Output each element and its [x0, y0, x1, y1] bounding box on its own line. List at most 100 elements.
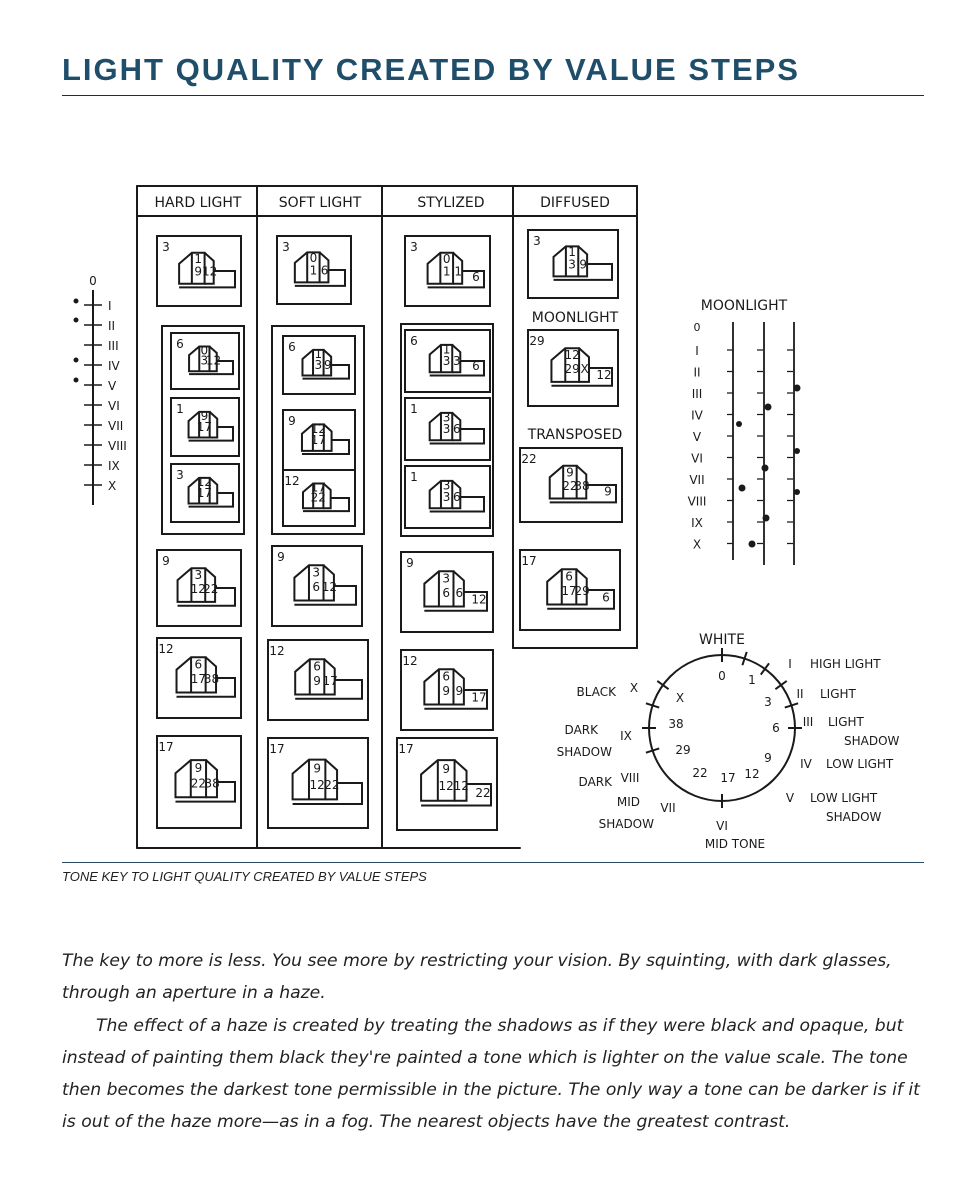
moonlight-scale-numeral: II [693, 366, 700, 380]
box-value: 9 [194, 265, 202, 279]
box-value: 29 [565, 362, 580, 376]
box-value: 6 [288, 340, 296, 354]
title-rule [62, 95, 924, 96]
box-value: 17 [323, 674, 338, 688]
box-value: 3 [443, 422, 451, 436]
box-value: 9 [604, 485, 612, 499]
figure-caption: TONE KEY TO LIGHT QUALITY CREATED BY VAL… [62, 869, 427, 884]
body-paragraph-2: The effect of a haze is created by treat… [62, 1016, 920, 1132]
left-scale-numeral: III [108, 339, 119, 353]
left-scale-top: 0 [89, 274, 97, 288]
box-value: 12 [596, 368, 611, 382]
box-value: 6 [565, 570, 573, 584]
box-value: 12 [565, 348, 580, 362]
box-value: 6 [453, 422, 461, 436]
wheel-label-right: LOW LIGHT [826, 757, 894, 771]
body-paragraph-1: The key to more is less. You see more by… [62, 951, 892, 1003]
box-value: 22 [521, 452, 536, 466]
box-value: 6 [442, 670, 450, 684]
wheel-numeral-left: VII [660, 801, 675, 815]
box-value: 22 [475, 786, 490, 800]
box-value: 3 [194, 568, 202, 582]
left-scale-numeral: I [108, 299, 112, 313]
box-value: 12 [322, 580, 337, 594]
box-value: 1 [410, 470, 418, 484]
wheel-label-right: HIGH LIGHT [810, 657, 881, 671]
wheel-inner-value: 3 [764, 695, 772, 709]
box-value: 6 [472, 359, 480, 373]
left-scale-numeral: VIII [108, 439, 127, 453]
wheel-label-right-2: SHADOW [844, 734, 900, 748]
box-value: 17 [398, 742, 413, 756]
box-value: 3 [282, 240, 290, 254]
box-value: 22 [203, 582, 218, 596]
box-value: 1 [454, 265, 462, 279]
page-title: LIGHT QUALITY CREATED BY VALUE STEPS [62, 52, 800, 87]
box-value: 6 [312, 580, 320, 594]
box-value: 6 [453, 490, 461, 504]
column-heading-stylized: STYLIZED [417, 195, 484, 211]
wheel-label-left: BLACK [577, 685, 618, 699]
box-value: 9 [566, 465, 574, 479]
wheel-inner-value: 29 [675, 743, 690, 757]
caption-rule [62, 862, 924, 863]
box-value: 3 [410, 240, 418, 254]
box-value: 12 [269, 644, 284, 658]
box-value: 17 [197, 486, 212, 500]
box-value: 12 [158, 642, 173, 656]
box-value: 9 [324, 358, 332, 372]
box-value: 29 [575, 584, 590, 598]
moonlight-scale-numeral: V [693, 430, 702, 444]
wheel-center-value: 0 [718, 669, 726, 683]
box-value: 22 [562, 479, 577, 493]
scale-dot [73, 317, 79, 323]
box-value: 9 [288, 414, 296, 428]
box-value: 9 [195, 761, 203, 775]
box-value: 1 [314, 347, 322, 361]
scale-dot [73, 298, 79, 304]
wheel-inner-value: 6 [772, 721, 780, 735]
moonlight-scale-numeral: III [692, 387, 703, 401]
box-value: 17 [471, 690, 486, 704]
wheel-numeral-right: III [803, 715, 814, 729]
wheel-label-right-2: SHADOW [826, 810, 882, 824]
moonlight-scale-numeral: X [693, 538, 701, 552]
moonlight-scale-top: 0 [694, 321, 701, 334]
column-heading-soft: SOFT LIGHT [279, 195, 362, 211]
box-value: 38 [205, 776, 220, 790]
box-value: 3 [314, 358, 322, 372]
box-value: 9 [162, 554, 170, 568]
moonlight-scale-numeral: IV [691, 409, 704, 423]
box-value: 12 [197, 475, 212, 489]
wheel-numeral-right: I [788, 657, 792, 671]
box-value: 6 [455, 586, 463, 600]
wheel-label-right: LIGHT [828, 715, 865, 729]
box-value: 38 [574, 479, 589, 493]
wheel-numeral-left: IX [620, 729, 632, 743]
stylized-group-frame [400, 323, 494, 537]
box-value: 3 [312, 566, 320, 580]
wheel-label-white: WHITE [699, 632, 745, 648]
box-value: 22 [324, 778, 339, 792]
moonlight-scale-numeral: VI [691, 452, 703, 466]
box-value: 3 [533, 234, 541, 248]
left-scale-numeral: X [108, 479, 116, 493]
scale-dot [73, 377, 79, 383]
left-scale-numeral: IV [108, 359, 121, 373]
box-value: 1 [443, 343, 451, 357]
wheel-numeral-left: VIII [621, 771, 640, 785]
